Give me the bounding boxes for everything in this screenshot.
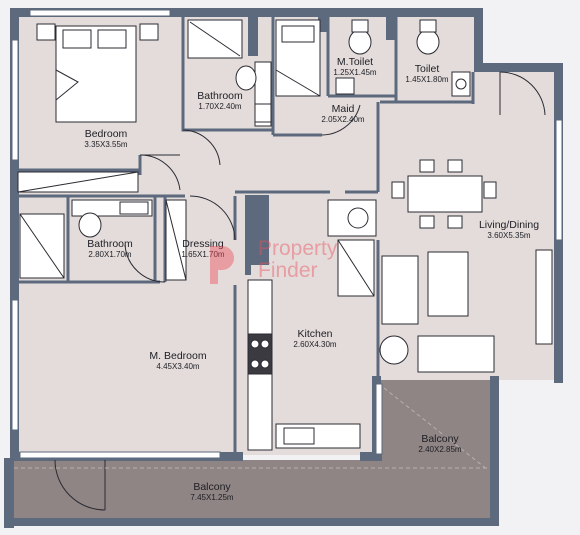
- watermark-logo-icon: [210, 246, 234, 284]
- room-dimensions: 1.45X1.80m: [405, 75, 449, 85]
- balcony-bottom-label: Balcony 7.45X1.25m: [172, 481, 252, 502]
- bathroom-mid-label: Bathroom 2.80X1.70m: [70, 238, 150, 259]
- room-dimensions: 2.40X2.85m: [418, 445, 462, 455]
- room-name: Bathroom: [197, 90, 243, 102]
- room-name: Kitchen: [297, 328, 333, 340]
- balcony-right-floor: [372, 380, 492, 478]
- m-bedroom-label: M. Bedroom 4.45X3.40m: [138, 350, 218, 371]
- dressing-label: Dressing 1.65X1.70m: [168, 238, 238, 259]
- m-toilet-label: M.Toilet 1.25X1.45m: [320, 56, 390, 77]
- interior-walls: [18, 16, 475, 455]
- windows: [11, 9, 563, 459]
- room-dimensions: 7.45X1.25m: [190, 493, 234, 503]
- room-dimensions: 4.45X3.40m: [156, 362, 200, 372]
- watermark-line2: Finder: [258, 259, 318, 282]
- balcony-right-label: Balcony 2.40X2.85m: [400, 433, 480, 454]
- room-name: Dressing: [182, 238, 224, 250]
- bathroom-top-fixtures: [187, 19, 272, 127]
- maid-label: Maid 2.05X2.40m: [308, 103, 378, 124]
- m-toilet-fixtures: [335, 19, 372, 95]
- room-dimensions: 1.25X1.45m: [333, 68, 377, 78]
- dressing-fixtures: [165, 199, 187, 281]
- bedroom-furniture: [17, 23, 159, 193]
- room-name: Maid: [331, 103, 355, 115]
- maid-fixtures: [275, 19, 321, 97]
- room-name: Balcony: [193, 481, 231, 493]
- balcony-bottom-floor: [10, 460, 492, 520]
- room-name: M.Toilet: [336, 56, 374, 68]
- kitchen-fixtures: [247, 199, 377, 451]
- room-name: Balcony: [421, 433, 459, 445]
- room-dimensions: 2.80X1.70m: [88, 250, 132, 260]
- toilet-label: Toilet 1.45X1.80m: [392, 63, 462, 84]
- balcony-railings: [14, 387, 490, 471]
- room-name: Living/Dining: [478, 219, 540, 231]
- bathroom-top-label: Bathroom 1.70X2.40m: [180, 90, 260, 111]
- bathroom-mid-fixtures: [19, 199, 153, 279]
- room-dimensions: 3.35X3.55m: [84, 140, 128, 150]
- room-name: Bathroom: [87, 238, 133, 250]
- room-dimensions: 1.65X1.70m: [181, 250, 225, 260]
- room-name: Bedroom: [84, 128, 128, 140]
- room-name: M. Bedroom: [149, 350, 207, 362]
- bedroom-label: Bedroom 3.35X3.55m: [66, 128, 146, 149]
- toilet-fixtures: [416, 19, 471, 97]
- kitchen-label: Kitchen 2.60X4.30m: [275, 328, 355, 349]
- living-dining-label: Living/Dining 3.60X5.35m: [464, 219, 554, 240]
- watermark-line1: Property: [258, 237, 338, 260]
- room-dimensions: 3.60X5.35m: [487, 231, 531, 241]
- room-dimensions: 2.05X2.40m: [321, 115, 365, 125]
- room-name: Toilet: [414, 63, 440, 75]
- room-dimensions: 2.60X4.30m: [293, 340, 337, 350]
- living-furniture: [379, 159, 553, 373]
- room-dimensions: 1.70X2.40m: [198, 102, 242, 112]
